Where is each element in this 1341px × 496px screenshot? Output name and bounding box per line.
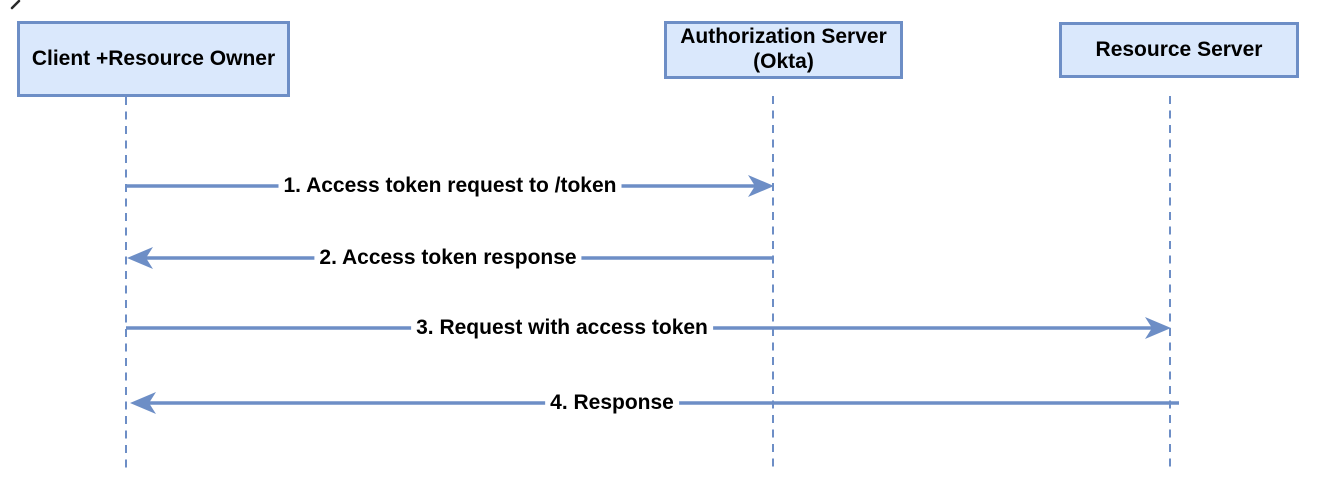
arrowhead-right-icon	[748, 175, 774, 197]
actor-box-resource-server: Resource Server	[1059, 22, 1299, 78]
message-label-3: 3. Request with access token	[411, 316, 713, 340]
arrowhead-left-icon	[130, 392, 156, 414]
arrowhead-left-icon	[127, 247, 153, 269]
actor-box-authorization-server: Authorization Server (Okta)	[664, 21, 903, 79]
corner-pen-mark	[10, 0, 21, 10]
message-label-4: 4. Response	[545, 391, 679, 415]
arrowhead-right-icon	[1145, 317, 1171, 339]
actor-label-authorization-server: Authorization Server (Okta)	[680, 25, 887, 73]
actor-box-client: Client +Resource Owner	[17, 21, 290, 97]
message-label-1: 1. Access token request to /token	[278, 174, 622, 198]
actor-label-resource-server: Resource Server	[1095, 37, 1263, 61]
message-label-2: 2. Access token response	[314, 246, 582, 270]
actor-label-client: Client +Resource Owner	[31, 46, 276, 70]
